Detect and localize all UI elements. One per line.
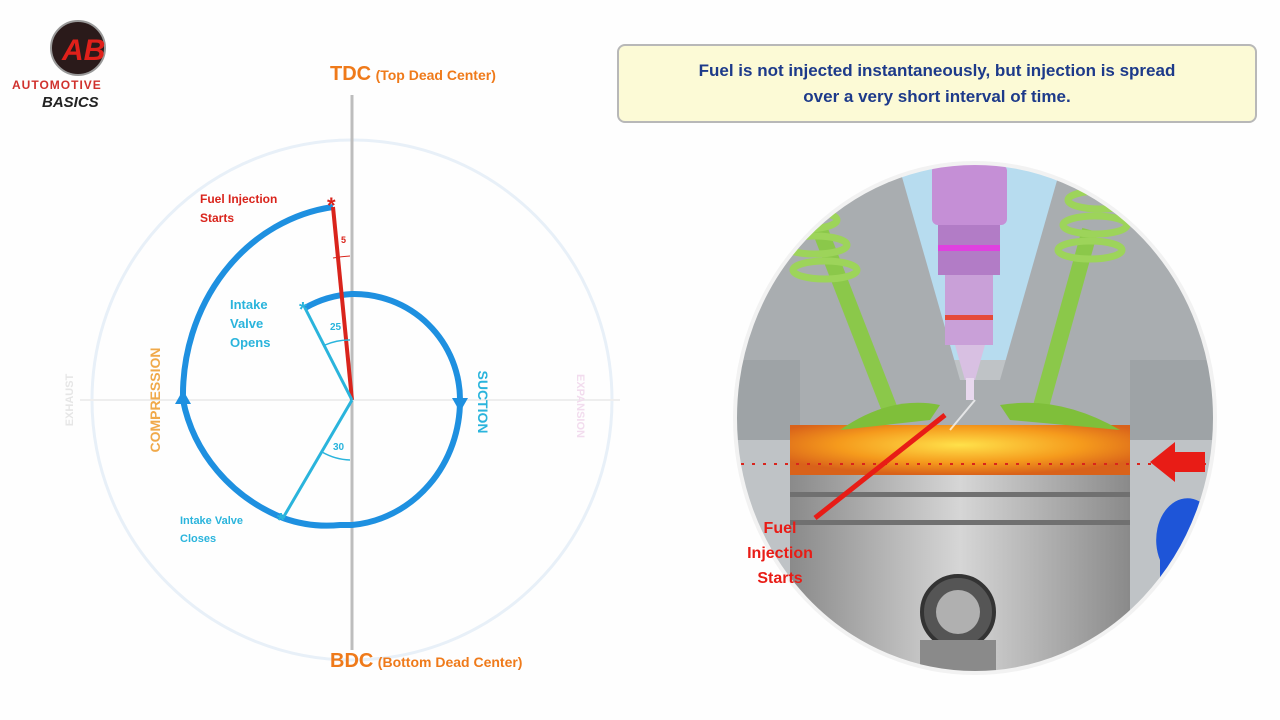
label-line: Fuel Injection — [200, 192, 278, 206]
exhaust-label: EXHAUST — [64, 373, 76, 427]
note-line-1: Fuel is not injected instantaneously, bu… — [698, 60, 1176, 80]
label-line: Starts — [757, 570, 803, 587]
angle-arc-30 — [321, 451, 351, 461]
bdc-label: BDC (Bottom Dead Center) — [330, 650, 522, 673]
intake-valve-closes-label: Intake Valve Closes — [180, 512, 243, 548]
engine-circle-border — [733, 161, 1217, 675]
label-line: Closes — [180, 533, 217, 545]
tdc-full: (Top Dead Center) — [375, 67, 496, 83]
ivc-line — [281, 399, 354, 519]
engine-fuel-injection-label: Fuel Injection Starts — [730, 516, 830, 591]
fuel-injection-starts-label: Fuel Injection Starts — [200, 190, 277, 228]
fuel-star-icon: * — [327, 193, 336, 218]
angle-5-label: 5 — [341, 235, 347, 245]
fuel-injection-line — [331, 206, 354, 401]
suction-label: SUCTION — [475, 370, 491, 434]
angle-arc-5 — [332, 255, 351, 259]
label-line: Intake — [230, 297, 268, 312]
ivo-line — [303, 307, 354, 401]
angle-25-label: 25 — [330, 322, 342, 333]
ivc-star-icon: * — [277, 510, 285, 532]
logo-monogram: AB — [61, 34, 105, 67]
tdc-abbr: TDC — [330, 63, 372, 85]
bdc-abbr: BDC — [330, 650, 374, 672]
logo-text: AUTOMOTIVE — [12, 78, 102, 92]
tdc-label: TDC (Top Dead Center) — [330, 63, 496, 86]
label-line: Injection — [747, 545, 813, 562]
angle-arc-25 — [324, 339, 351, 346]
expansion-label: EXPANSION — [574, 374, 586, 438]
intake-valve-opens-label: Intake Valve Opens — [230, 295, 270, 352]
label-line: Starts — [200, 211, 235, 225]
compression-label: COMPRESSION — [147, 347, 163, 453]
label-line: Opens — [230, 335, 271, 350]
bdc-full: (Bottom Dead Center) — [377, 654, 523, 670]
arrow-suction — [452, 398, 468, 412]
label-line: Intake Valve — [180, 515, 243, 527]
arrow-compression — [175, 390, 191, 404]
ivo-star-icon: * — [299, 299, 307, 321]
cycle-spiral — [179, 204, 464, 529]
logo-subtext: BASICS — [42, 94, 99, 111]
label-line: Valve — [230, 316, 264, 331]
label-line: Fuel — [763, 520, 797, 537]
angle-30-label: 30 — [333, 442, 345, 453]
info-note: Fuel is not injected instantaneously, bu… — [617, 44, 1257, 123]
logo-emblem — [50, 20, 106, 76]
fuel-pointer-line — [813, 413, 947, 520]
note-line-2: over a very short interval of time. — [803, 86, 1071, 106]
red-arrow-icon — [1150, 442, 1205, 482]
